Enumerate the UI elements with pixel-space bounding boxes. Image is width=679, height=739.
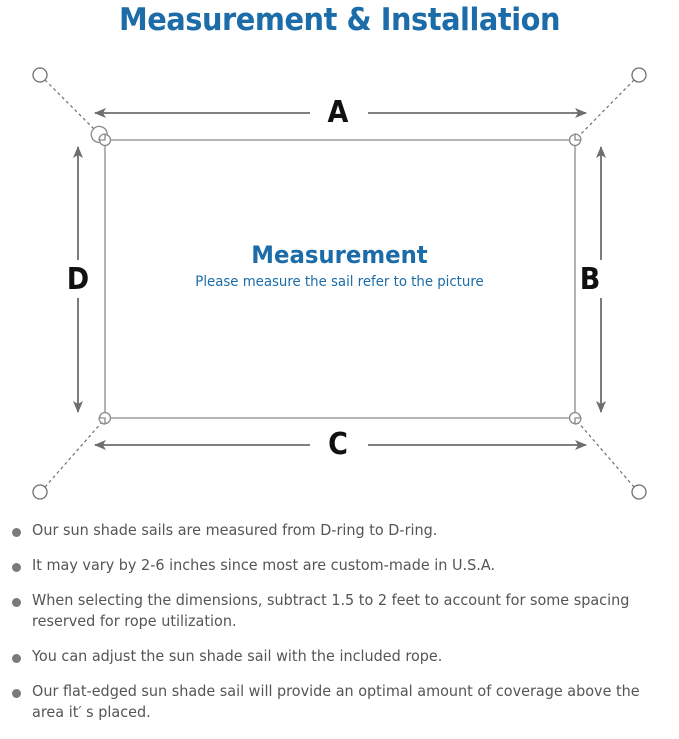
d-ring-tab-tr — [574, 133, 582, 141]
dimension-label-a: A — [327, 95, 349, 130]
rope-bottom-right — [576, 420, 635, 488]
anchor-top-right — [631, 67, 647, 83]
d-ring-tab-br — [574, 417, 582, 425]
list-item: It may vary by 2-6 inches since most are… — [0, 555, 679, 576]
note-text: Our flat-edged sun shade sail will provi… — [32, 682, 640, 721]
page-title: Measurement & Installation — [118, 2, 561, 38]
anchor-top-left — [32, 67, 48, 83]
dimension-label-d: D — [66, 262, 90, 297]
bullet-icon — [12, 689, 21, 698]
d-ring-tab-bl — [98, 417, 106, 425]
bullet-icon — [12, 563, 21, 572]
list-item: Our flat-edged sun shade sail will provi… — [0, 681, 679, 723]
list-item: When selecting the dimensions, subtract … — [0, 590, 679, 632]
note-text: You can adjust the sun shade sail with t… — [32, 647, 443, 665]
bullet-icon — [12, 654, 21, 663]
list-item: You can adjust the sun shade sail with t… — [0, 646, 679, 667]
anchor-bottom-right — [631, 484, 647, 500]
anchor-bottom-left — [32, 484, 48, 500]
anchor-points — [32, 67, 647, 500]
list-item: Our sun shade sails are measured from D-… — [0, 520, 679, 541]
sail-diagram: Measurement Please measure the sail refe… — [0, 50, 679, 520]
d-ring-tab-tl — [98, 133, 106, 141]
sail-rectangle — [104, 139, 576, 419]
rope-bottom-left — [44, 420, 104, 488]
note-text: When selecting the dimensions, subtract … — [32, 591, 630, 630]
bullet-icon — [12, 528, 21, 537]
note-text: Our sun shade sails are measured from D-… — [32, 521, 438, 539]
d-ring-tabs — [98, 133, 582, 425]
notes-list: Our sun shade sails are measured from D-… — [0, 520, 679, 737]
note-text: It may vary by 2-6 inches since most are… — [32, 556, 496, 574]
dimension-label-c: C — [328, 427, 348, 462]
rope-top-right — [576, 79, 635, 139]
dimension-label-b: B — [579, 262, 601, 297]
bullet-icon — [12, 598, 21, 607]
